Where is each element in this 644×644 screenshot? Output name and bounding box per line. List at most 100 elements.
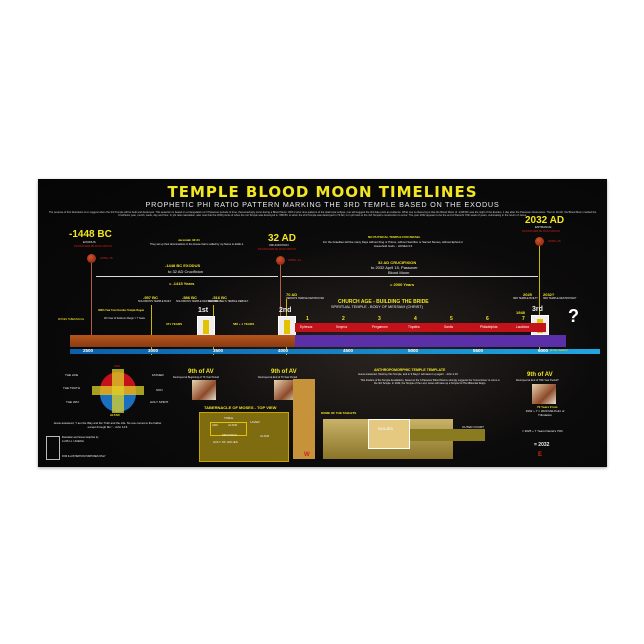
subtitle: PROPHETIC PHI RATIO PATTERN MARKING THE … — [145, 200, 500, 209]
exodus-line — [91, 263, 92, 335]
entrance-label: ENTRANCE — [535, 225, 552, 229]
church-name: Thyatira — [408, 325, 420, 329]
anthro-dome: DOME OF THE TABLETS — [321, 411, 357, 415]
gap-586-years: 586 + 1 YEARS — [233, 322, 255, 326]
prophecy-l1: 70 Years From — [537, 405, 558, 409]
blood-moon-icon — [87, 254, 96, 263]
marker-957bc-desc: SOLOMON'S TEMPLE BUILT — [138, 300, 172, 303]
credits-author: LUIS H. UCEDA — [62, 439, 84, 443]
axis-tick: 5500 — [473, 348, 484, 353]
temple-1st-icon — [197, 316, 215, 336]
axis-tick: 3500 — [213, 348, 224, 353]
church-name: Laodicea — [516, 325, 529, 329]
crucifixion-sub: PASSOVER BLOOD MOON — [258, 247, 296, 251]
temple-2nd-label: 2nd — [279, 307, 292, 314]
credits-role: Illustration and Scene Graphics by — [62, 436, 99, 439]
temple-1st-label: 1st — [198, 307, 209, 314]
av-desc-3: Destroyed at End of 70th Year Period? — [516, 379, 559, 382]
cross-diagram-vertical — [112, 369, 124, 413]
church-name: Pergamum — [372, 325, 388, 329]
cross-left-1: THE LIFE — [65, 373, 79, 377]
axis-tick: 5000 — [408, 348, 419, 353]
crucifixion-moon-date: APRIL 14 — [288, 258, 301, 262]
church-name: Sardis — [444, 325, 454, 329]
logo-icon — [46, 436, 60, 460]
exodus-sub: PASSOVER BLOOD MOON — [74, 244, 112, 248]
marker-1948: 1948 — [516, 310, 525, 315]
year-axis — [70, 349, 600, 354]
tab-laver: LAVER — [250, 420, 260, 424]
span1-verse: Jeremiah 32:34 — [178, 238, 200, 242]
church-bar — [295, 323, 546, 332]
axis-tick: 2500 — [83, 348, 94, 353]
west-label: W — [304, 452, 310, 458]
church-name: Philadelphia — [480, 325, 498, 329]
marker-957bc: -957 BC — [143, 295, 158, 300]
axis-tick: 6000 — [538, 348, 549, 353]
cross-right-1: FATHER — [152, 373, 164, 377]
prophecy-result: = 2032 — [534, 442, 550, 448]
exodus-year: -1448 BC — [69, 229, 112, 240]
church-title: CHURCH AGE - BUILDING THE BRIDE — [338, 299, 429, 305]
prophecy-l3: = 2025 + 7 Years Daniel's 70th — [522, 429, 563, 433]
crucifixion-line — [280, 265, 281, 335]
anthro-holies: HOLIES — [378, 426, 393, 431]
span2-heading: NO PHYSICAL TEMPLE FOR ISRAEL — [368, 235, 421, 239]
marker-line — [151, 305, 152, 355]
church-subtitle: SPIRITUAL TEMPLE - BODY OF MESSIAH (CHRI… — [331, 305, 423, 309]
church-name: Smyrna — [336, 325, 347, 329]
church-number: 3 — [378, 316, 381, 322]
span2-total: = 2000 Years — [390, 282, 415, 287]
holy-place — [210, 422, 247, 436]
anthro-body: This timeline of the Temple desolations,… — [360, 379, 500, 386]
av-desc-2: Destroyed at End of 70 Year Period — [258, 376, 298, 379]
tab-menorah: MENORAH — [222, 433, 238, 437]
prophecy-l2: 1962 + 7 = 2029 Mid-Point of Tribulation — [525, 409, 565, 417]
church-number: 5 — [450, 316, 453, 322]
church-number: 2 — [342, 316, 345, 322]
marker-2032: 2032? — [543, 292, 555, 297]
cross-right-3: HOLY SPIRIT — [150, 400, 169, 404]
church-number: 1 — [306, 316, 309, 322]
church-number: 7 — [522, 316, 525, 322]
span2-line3: Blood Moon — [388, 270, 410, 275]
axis-suffix: (From Adam) — [550, 348, 568, 352]
marker-70ad-desc: HEROD'S TEMPLE DESTROYED — [286, 297, 325, 300]
entrance-year: 2032 AD — [525, 215, 565, 226]
span1-bracket — [96, 276, 278, 277]
span2-bracket — [282, 276, 538, 277]
span2-line2: to 2032 April 15, Passover — [371, 265, 418, 270]
question-mark: ? — [568, 306, 579, 326]
av-title-3: 9th of AV — [527, 372, 553, 378]
anthro-title: ANTHROPOMORPHIC TEMPLE TEMPLATE — [374, 368, 446, 372]
crucifixion-year: 32 AD — [268, 233, 296, 244]
title: TEMPLE BLOOD MOON TIMELINES — [167, 183, 478, 201]
exodus-label: EXODUS — [83, 240, 96, 244]
note-moses: MOSES TABERNACLE — [58, 318, 85, 321]
blood-moon-icon — [535, 237, 544, 246]
marker-516bc: -516 BC — [212, 295, 227, 300]
marker-2025: 2025 — [523, 292, 532, 297]
anthro-quote: Jesus answered, 'Destroy this Temple, an… — [358, 373, 458, 376]
span1-line1: -1448 BC EXODUS — [165, 263, 201, 268]
crucifixion-label: CRUCIFIXION — [269, 243, 289, 247]
church-number: 4 — [414, 316, 417, 322]
av-title-1: 9th of AV — [188, 369, 214, 375]
destruction-image — [532, 384, 556, 404]
note-solomon: 480th Year from Exodus Temple Begun — [98, 309, 145, 312]
marker-2032-desc: 3RD TEMPLE DESTROYED? — [543, 297, 577, 300]
entrance-line — [539, 246, 540, 354]
tab-ark: ARK — [212, 423, 219, 427]
tab-incense-altar: ALTAR — [228, 423, 238, 427]
tab-holy: HOLY OF HOLIES — [213, 440, 238, 444]
marker-70ad: 70 AD — [286, 292, 298, 297]
temple-elevation — [293, 379, 315, 459]
span2-quote: For the Israelites will live many Days w… — [322, 240, 464, 248]
axis-tick: 4500 — [343, 348, 354, 353]
church-number: 6 — [486, 316, 489, 322]
gap-371-years: 371 YEARS — [166, 322, 183, 326]
cross-bottom: ALTAR — [110, 413, 120, 417]
east-label: E — [538, 452, 543, 458]
cross-top: VEIL — [114, 364, 121, 368]
credits-note: FOR ILLUSTRATION PURPOSES ONLY — [62, 455, 106, 458]
